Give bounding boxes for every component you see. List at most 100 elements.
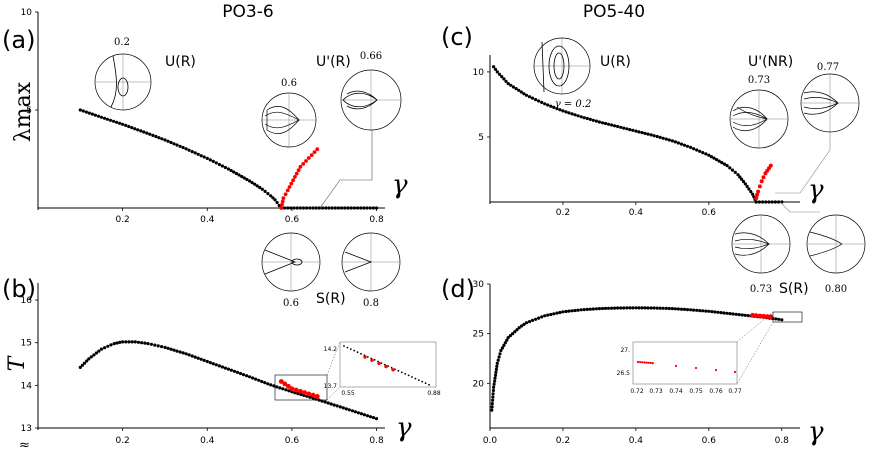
inset-c-s-value-1: 0.73 (750, 284, 772, 295)
point-a-s1-29 (371, 206, 375, 210)
phase-portrait-inset-a-s-2 (341, 232, 401, 292)
inset-b-black-point-11 (380, 362, 383, 364)
inset-b-red-point-3 (384, 364, 388, 369)
point-c-s0-41 (606, 122, 611, 126)
point-d-s0-47 (570, 309, 574, 313)
broken-axis-mark: ≈ (19, 438, 30, 453)
xlabel-b: γ (396, 413, 412, 443)
point-c-s0-13 (522, 92, 526, 96)
point-a-s1-28 (368, 206, 372, 210)
point-c-s0-37 (594, 119, 599, 123)
point-a-s1-24 (355, 206, 360, 210)
point-d-s0-16 (496, 358, 500, 362)
point-c-s0-64 (676, 141, 681, 145)
point-a-s0-3 (87, 111, 91, 115)
inset-d-red-cluster-1 (639, 361, 642, 364)
point-c-s0-44 (616, 124, 620, 129)
point-b-s0-67 (278, 386, 282, 390)
point-b-s0-85 (332, 403, 336, 407)
point-c-s0-26 (561, 109, 565, 113)
point-d-s0-93 (710, 310, 714, 314)
point-d-s0-43 (558, 310, 562, 315)
point-a-s0-56 (245, 177, 249, 182)
point-b-s0-1 (80, 363, 84, 367)
point-d-s0-19 (499, 348, 503, 353)
point-c-s1-8 (780, 200, 784, 204)
connector-c-uprime (775, 132, 831, 194)
point-d-s0-70 (640, 306, 644, 310)
point-c-s0-7 (506, 82, 510, 86)
point-b-s0-23 (143, 341, 147, 345)
point-b-s0-21 (136, 340, 141, 344)
point-d-s1-0 (750, 312, 755, 318)
point-d-s0-1 (490, 405, 494, 409)
point-a-s2-0 (279, 206, 284, 210)
xtick-label-b-2: 0.6 (285, 436, 300, 446)
point-a-s0-12 (115, 120, 119, 124)
point-c-s1-6 (773, 200, 778, 204)
inset-b-black-point-2 (349, 348, 352, 350)
inset-b-black-point-23 (421, 380, 424, 383)
point-d-s0-17 (497, 355, 501, 359)
inset-b-black-point-0 (343, 345, 345, 347)
point-d-s0-51 (582, 308, 586, 312)
ytick-label-a-1: 10 (21, 8, 33, 18)
ylabel-a: λmax (11, 81, 36, 142)
point-a-s0-34 (181, 145, 185, 150)
point-d-s0-114 (774, 317, 778, 321)
point-a-s0-36 (187, 148, 191, 152)
point-d-s0-8 (492, 382, 496, 386)
point-b-s0-6 (92, 353, 96, 357)
point-a-s0-7 (99, 115, 104, 119)
ylabel-b: T (5, 354, 30, 371)
point-d-s0-65 (625, 306, 629, 310)
point-b-s0-77 (308, 395, 312, 399)
point-d-s0-95 (716, 310, 720, 314)
point-d-s0-4 (491, 395, 495, 399)
inset-d-ytick-top: 27. (620, 347, 630, 354)
point-b-s0-26 (153, 343, 157, 347)
point-d-s0-56 (597, 307, 602, 311)
point-c-s0-40 (603, 121, 608, 126)
point-d-s0-61 (613, 306, 617, 310)
inset-b-black-point-9 (373, 359, 376, 361)
point-c-s0-42 (610, 123, 614, 127)
point-b-s0-32 (172, 348, 176, 352)
point-a-s1-21 (346, 206, 350, 210)
inset-d-red-cluster-0 (636, 360, 640, 364)
point-b-s0-44 (208, 361, 212, 365)
point-a-s2-12 (298, 164, 303, 169)
point-a-s0-37 (190, 150, 194, 154)
point-d-s0-11 (493, 373, 498, 377)
point-d-s0-14 (495, 364, 499, 368)
point-a-s2-18 (315, 147, 320, 152)
point-c-s0-92 (749, 190, 753, 194)
point-d-s0-46 (567, 309, 571, 313)
xtick-label-d-2: 0.4 (629, 436, 644, 446)
point-a-s0-14 (121, 122, 125, 126)
point-b-s0-42 (202, 358, 206, 362)
inset-b-black-point-1 (346, 346, 349, 349)
inset-d-red-point-0 (674, 364, 678, 368)
point-d-s0-18 (498, 352, 502, 356)
point-c-s0-19 (540, 100, 544, 104)
ytick-label-b-3: 16 (21, 296, 33, 306)
inset-d-xtick-3: 0.75 (689, 388, 703, 395)
point-d-s0-9 (493, 379, 497, 383)
point-c-s0-82 (728, 166, 732, 170)
xtick-label-d-4: 0.8 (775, 436, 790, 446)
point-d-s0-89 (698, 309, 702, 313)
point-b-s0-68 (281, 387, 285, 391)
point-a-s0-5 (93, 113, 97, 117)
xtick-label-a-1: 0.4 (200, 215, 215, 225)
point-a-s0-63 (263, 189, 267, 193)
point-d-s0-57 (600, 306, 605, 311)
point-d-s0-39 (546, 313, 550, 317)
xtick-label-b-1: 0.4 (200, 436, 215, 446)
point-a-s0-0 (78, 108, 82, 112)
point-a-s0-51 (232, 170, 236, 174)
inset-c-uprime-label: U'(NR) (748, 54, 793, 70)
point-c-s0-0 (492, 65, 496, 69)
